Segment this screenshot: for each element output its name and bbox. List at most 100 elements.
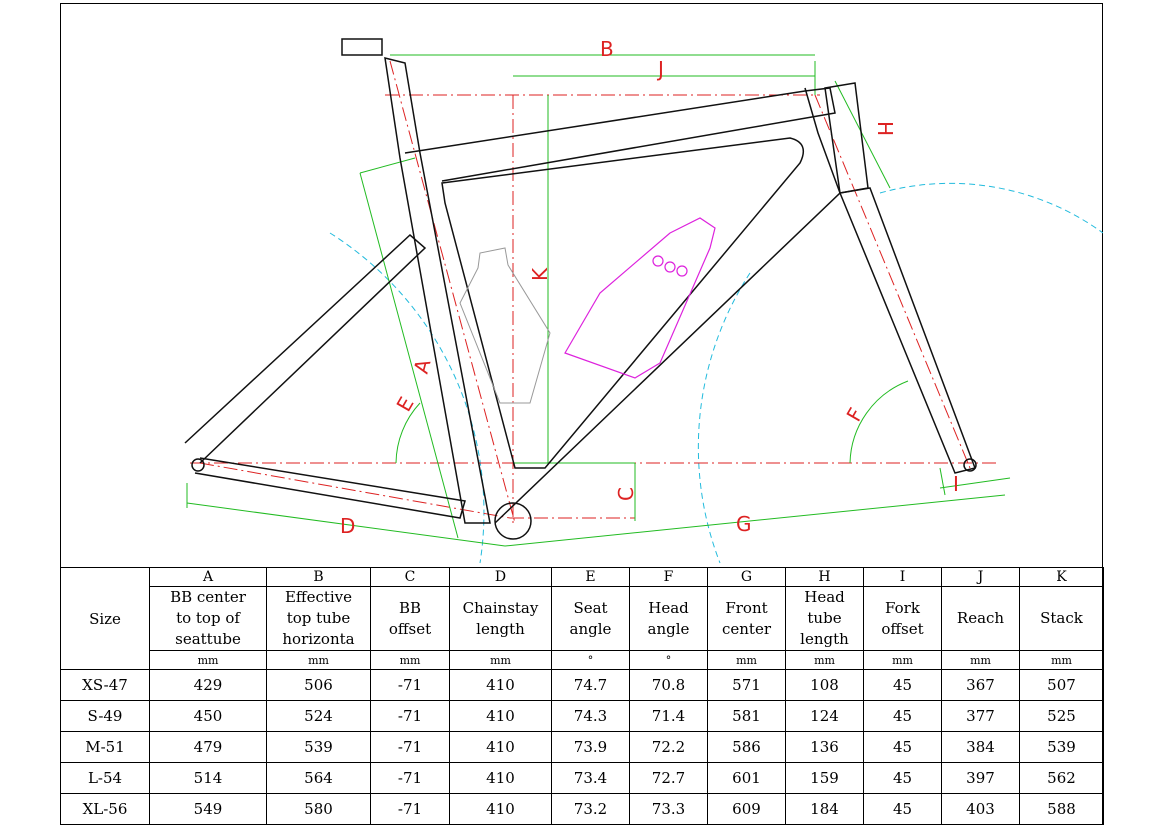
table-row: L-54 514 564 -71 410 73.4 72.7 601 159 4… [60, 762, 1104, 794]
value-cell: 410 [449, 731, 552, 763]
value-cell: 71.4 [629, 700, 708, 732]
head-tube [824, 82, 869, 194]
table-row: XS-47 429 506 -71 410 74.7 70.8 571 108 … [60, 669, 1104, 701]
size-header: Size [60, 567, 150, 670]
col-unit: mm [941, 650, 1020, 670]
value-cell: 450 [149, 700, 267, 732]
value-cell: 74.7 [551, 669, 630, 701]
value-cell: 74.3 [551, 700, 630, 732]
label-E: E [392, 393, 419, 416]
value-cell: 45 [863, 731, 942, 763]
value-cell: 581 [707, 700, 786, 732]
col-letter: C [370, 567, 450, 587]
col-letter: I [863, 567, 942, 587]
value-cell: 70.8 [629, 669, 708, 701]
table-row: XL-56 549 580 -71 410 73.2 73.3 609 184 … [60, 793, 1104, 825]
label-K: K [528, 267, 552, 281]
front-wheel-arc [879, 182, 1103, 234]
value-cell: 609 [707, 793, 786, 825]
header-units: mm mm mm mm ° ° mm mm mm mm mm [61, 650, 1104, 670]
rear-wheel-arc [329, 232, 485, 564]
seatpost-clamp [341, 38, 383, 56]
label-I: I [953, 472, 959, 496]
size-cell: L-54 [60, 762, 150, 794]
col-unit: mm [1019, 650, 1104, 670]
front-wheel-arc-lower [697, 272, 751, 564]
value-cell: 525 [1019, 700, 1104, 732]
size-cell: XL-56 [60, 793, 150, 825]
col-unit: mm [370, 650, 450, 670]
value-cell: 72.7 [629, 762, 708, 794]
dimension-lines [186, 54, 1011, 547]
value-cell: 397 [941, 762, 1020, 794]
label-B: B [600, 37, 614, 61]
top-tube [404, 87, 836, 182]
value-cell: 403 [941, 793, 1020, 825]
value-cell: 73.2 [551, 793, 630, 825]
value-cell: 136 [785, 731, 864, 763]
bottle-magenta [564, 217, 716, 379]
value-cell: 73.4 [551, 762, 630, 794]
down-tube [494, 87, 841, 524]
value-cell: 45 [863, 793, 942, 825]
value-cell: 73.3 [629, 793, 708, 825]
label-F: F [842, 404, 869, 426]
col-letter: G [707, 567, 786, 587]
label-A: A [409, 356, 436, 376]
rear-dropout [191, 458, 205, 472]
label-H: H [873, 121, 897, 136]
seat-tube [384, 56, 491, 524]
value-cell: 73.9 [551, 731, 630, 763]
value-cell: -71 [370, 731, 450, 763]
col-letter: F [629, 567, 708, 587]
value-cell: 367 [941, 669, 1020, 701]
value-cell: 564 [266, 762, 371, 794]
value-cell: 377 [941, 700, 1020, 732]
col-desc: Reach [941, 586, 1020, 651]
col-desc: Stack [1019, 586, 1104, 651]
col-unit: ° [551, 650, 630, 670]
value-cell: 108 [785, 669, 864, 701]
table-row: S-49 450 524 -71 410 74.3 71.4 581 124 4… [60, 700, 1104, 732]
value-cell: 539 [1019, 731, 1104, 763]
frame-geometry-drawing: B J H K A E F C D G I [184, 37, 1103, 564]
value-cell: 45 [863, 669, 942, 701]
seat-stay [184, 233, 427, 464]
label-D: D [340, 514, 355, 538]
table-row: M-51 479 539 -71 410 73.9 72.2 586 136 4… [60, 731, 1104, 763]
size-cell: S-49 [60, 700, 150, 732]
value-cell: -71 [370, 700, 450, 732]
size-cell: XS-47 [60, 669, 150, 701]
chain-stay [194, 457, 466, 519]
col-unit: mm [785, 650, 864, 670]
value-cell: 507 [1019, 669, 1104, 701]
front-dropout [963, 458, 977, 472]
col-unit: mm [149, 650, 267, 670]
col-unit: mm [707, 650, 786, 670]
value-cell: 124 [785, 700, 864, 732]
value-cell: 562 [1019, 762, 1104, 794]
value-cell: 514 [149, 762, 267, 794]
col-letter: A [149, 567, 267, 587]
value-cell: 571 [707, 669, 786, 701]
label-G: G [736, 512, 752, 536]
col-letter: J [941, 567, 1020, 587]
value-cell: -71 [370, 669, 450, 701]
centerlines [190, 60, 1000, 524]
value-cell: 384 [941, 731, 1020, 763]
value-cell: 159 [785, 762, 864, 794]
col-unit: mm [863, 650, 942, 670]
col-letter: B [266, 567, 371, 587]
value-cell: -71 [370, 762, 450, 794]
